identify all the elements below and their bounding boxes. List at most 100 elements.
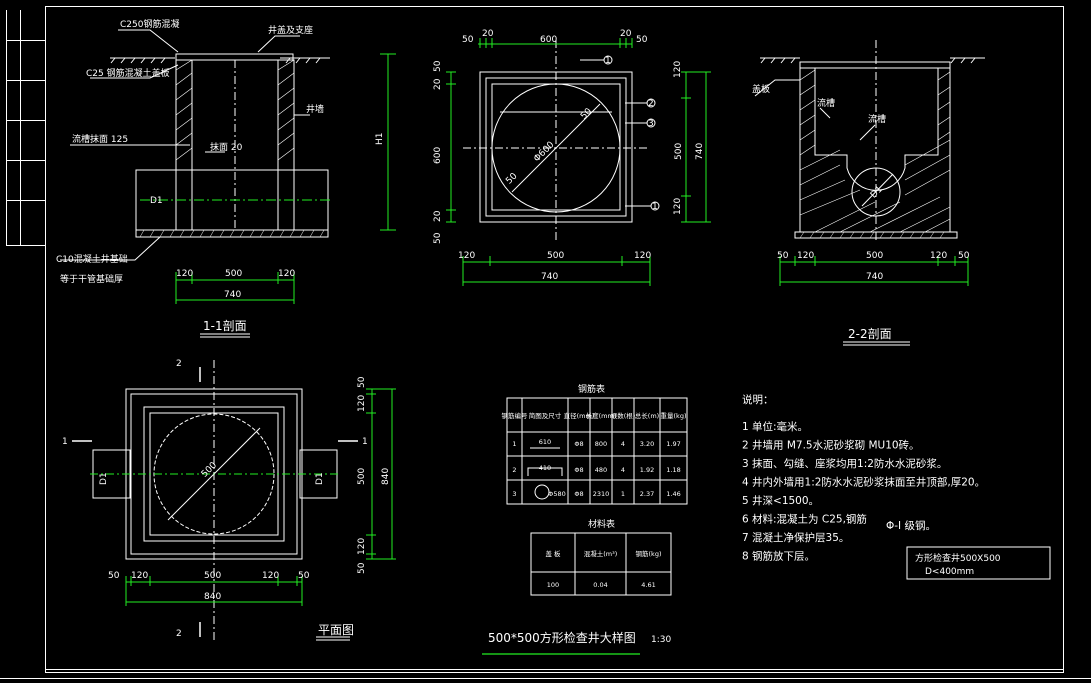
note-item: 8 钢筋放下层。 bbox=[742, 550, 815, 563]
dim-top-left-20: 20 bbox=[433, 78, 443, 90]
label-2-2-cover: 盖板 bbox=[752, 83, 770, 95]
dim-top-right-740: 740 bbox=[695, 143, 705, 160]
section-1-1-title: 1-1剖面 bbox=[203, 319, 247, 333]
dim-plan-circle: 500 bbox=[200, 460, 219, 479]
rebar-table bbox=[506, 397, 688, 505]
note-item: 1 单位:毫米。 bbox=[742, 420, 808, 433]
rebar-cell-2-2: Φ8 bbox=[574, 490, 583, 498]
rebar-table-title: 钢筋表 bbox=[578, 383, 605, 395]
rebar-cell-2-6: 1.46 bbox=[666, 490, 680, 498]
dim-plan-v50b: 50 bbox=[357, 562, 367, 574]
rebar-header-5: 总长(m) bbox=[635, 411, 659, 420]
plan-view-title: 平面图 bbox=[318, 623, 354, 637]
section-2-2-title: 2-2剖面 bbox=[848, 327, 892, 341]
note-item: 6 材料:混凝土为 C25,钢筋 bbox=[742, 513, 867, 526]
material-cell-2: 4.61 bbox=[641, 581, 655, 589]
callout-4: 1 bbox=[652, 202, 658, 212]
dim-plan-v500: 500 bbox=[357, 468, 367, 485]
rebar-header-6: 重量(kg) bbox=[661, 412, 687, 420]
dim-top-bot-120b: 120 bbox=[634, 251, 651, 261]
sec-mark-2-top: 2 bbox=[176, 359, 182, 369]
rebar-cell-2-4: 1 bbox=[621, 490, 625, 498]
rebar-cell-1-4: 4 bbox=[621, 466, 625, 474]
material-cell-1: 0.04 bbox=[593, 581, 607, 589]
section-2-2-drawing bbox=[754, 40, 985, 346]
plan-view-drawing bbox=[72, 360, 396, 641]
rebar-header-4: 根数(根) bbox=[611, 411, 636, 420]
label-c25-cover: C25 钢筋混凝土盖板 bbox=[86, 67, 170, 79]
dim-plan-120b: 120 bbox=[262, 571, 279, 581]
dim-top-50b: 50 bbox=[636, 35, 648, 45]
label-c10-base: C10混凝土井基础 bbox=[56, 253, 128, 265]
dim-top-left-50b: 50 bbox=[433, 232, 443, 244]
sec-mark-1-right: 1 bbox=[362, 437, 368, 447]
label-channel: 流槽抹面 125 bbox=[72, 133, 128, 145]
dim-plan-50a: 50 bbox=[108, 571, 120, 581]
dim-top-50a: 50 bbox=[462, 35, 474, 45]
dim-top-r50a: 50 bbox=[579, 106, 594, 121]
title-box-line1: 方形检查井500X500 bbox=[915, 552, 1001, 564]
rebar-cell-2-5: 2.37 bbox=[640, 490, 654, 498]
rebar-cell-1-6: 1.18 bbox=[666, 466, 680, 474]
dim-top-bot-500: 500 bbox=[547, 251, 564, 261]
dim-2-120a: 120 bbox=[797, 251, 814, 261]
rebar-cell-2-3: 2310 bbox=[593, 490, 610, 498]
dim-plan-50b: 50 bbox=[298, 571, 310, 581]
label-cover-support: 井盖及支座 bbox=[268, 24, 313, 36]
section-1-1 bbox=[60, 29, 396, 338]
material-table bbox=[530, 532, 672, 596]
notes-item6-tail: Φ-I 级钢。 bbox=[886, 519, 936, 532]
rebar-cell-1-0: 2 bbox=[512, 466, 516, 474]
title-box bbox=[906, 546, 1051, 580]
note-item: 5 井深<1500。 bbox=[742, 494, 819, 507]
label-pipe-d1: D1 bbox=[150, 196, 163, 206]
dim-2-740: 740 bbox=[866, 272, 883, 282]
note-item: 2 井墙用 M7.5水泥砂浆砌 MU10砖。 bbox=[742, 439, 920, 452]
rebar-cell-2-0: 3 bbox=[512, 490, 516, 498]
rebar-cell-0-3: 800 bbox=[595, 440, 607, 448]
dim-plan-500: 500 bbox=[204, 571, 221, 581]
rebar-cell-0-1: 610 bbox=[539, 438, 551, 446]
material-header-2: 钢筋(kg) bbox=[636, 549, 662, 558]
dim-1-120a: 120 bbox=[176, 269, 193, 279]
note-item: 7 混凝土净保护层35。 bbox=[742, 531, 849, 544]
dim-top-bot-740: 740 bbox=[541, 272, 558, 282]
rebar-cell-1-5: 1.92 bbox=[640, 466, 654, 474]
drawing-scale: 1:30 bbox=[651, 635, 671, 645]
dim-plan-v840: 840 bbox=[381, 468, 391, 485]
note-item: 3 抹面、勾缝、座浆均用1:2防水水泥砂浆。 bbox=[742, 457, 947, 470]
dim-top-right-120a: 120 bbox=[673, 61, 683, 78]
dim-top-right-120b: 120 bbox=[673, 198, 683, 215]
pipe-right-d1: D1 bbox=[315, 472, 325, 485]
dim-top-20a: 20 bbox=[482, 29, 494, 39]
rebar-header-1: 简图及尺寸 bbox=[529, 411, 562, 420]
dim-top-20b: 20 bbox=[620, 29, 632, 39]
dim-plan-840: 840 bbox=[204, 592, 221, 602]
material-header-1: 混凝土(m³) bbox=[584, 549, 618, 558]
dim-2-50a: 50 bbox=[777, 251, 789, 261]
dim-2-120b: 120 bbox=[930, 251, 947, 261]
pipe-left-d1: D1 bbox=[99, 472, 109, 485]
rebar-cell-1-1: 410 bbox=[539, 464, 551, 472]
rebar-cell-0-6: 1.97 bbox=[666, 440, 680, 448]
rebar-cell-0-4: 4 bbox=[621, 440, 625, 448]
label-wall: 井墙 bbox=[306, 103, 324, 115]
dim-top-bot-120a: 120 bbox=[458, 251, 475, 261]
label-plaster: 抹面 20 bbox=[210, 141, 243, 153]
rebar-cell-1-3: 480 bbox=[595, 466, 607, 474]
margin-strip bbox=[6, 10, 45, 246]
label-2-2-right: 流槽 bbox=[868, 113, 886, 125]
dim-plan-120a: 120 bbox=[131, 571, 148, 581]
dim-2-500: 500 bbox=[866, 251, 883, 261]
material-table-cells: 盖 板 混凝土(m³) 钢筋(kg) 100 0.04 4.61 bbox=[545, 549, 661, 589]
callout-1: 1 bbox=[605, 56, 611, 66]
dim-1-120b: 120 bbox=[278, 269, 295, 279]
plan-top-drawing bbox=[446, 38, 711, 286]
dim-top-right-500: 500 bbox=[674, 143, 684, 160]
material-cell-0: 100 bbox=[547, 581, 559, 589]
material-header-0: 盖 板 bbox=[545, 549, 561, 558]
dim-2-50b: 50 bbox=[958, 251, 970, 261]
sheet-frame bbox=[45, 6, 1064, 673]
